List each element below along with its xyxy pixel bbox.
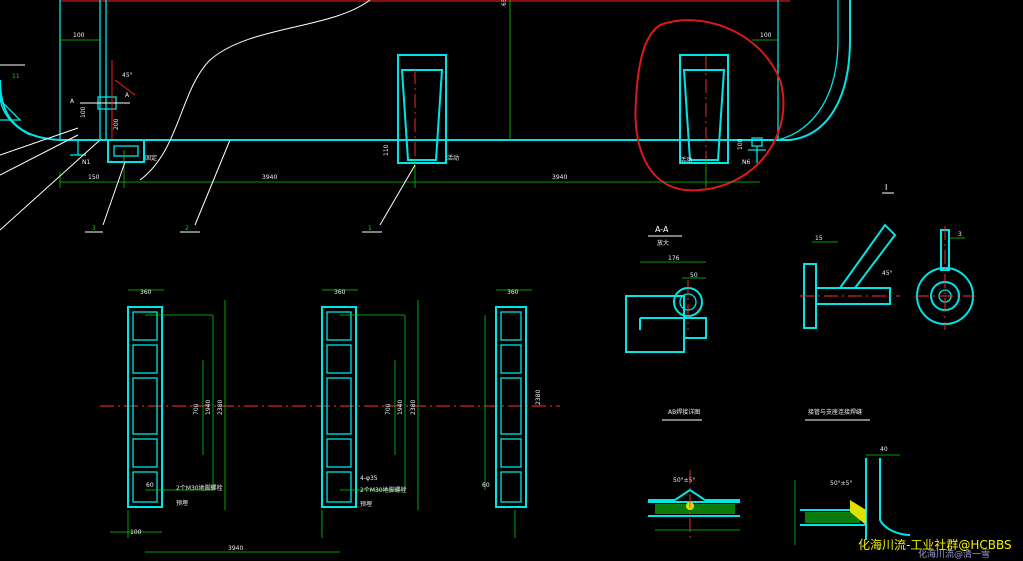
- callout-3-leader: [102, 161, 126, 226]
- freehand-curve: [139, 0, 371, 181]
- detail-i-title: I: [885, 183, 887, 192]
- weld-ab-hatch: [655, 504, 735, 514]
- plan1-bottom-small: 60: [146, 482, 154, 489]
- dim-text-200: 200: [113, 118, 120, 130]
- saddle-mid-label: 活动: [447, 154, 459, 162]
- right-head: [789, 0, 851, 141]
- plan-view-2: 360 700 1940 2380 4-φ35 2个M30地脚螺栓 预埋: [321, 289, 419, 538]
- section-aa-dim-50: 50: [690, 272, 698, 279]
- dim-text-left-offset: 100: [73, 32, 85, 39]
- saddle-right-outer: [679, 54, 729, 164]
- plan3-outer-dim: 2380: [535, 390, 542, 405]
- plan1-outer-dim: 2380: [217, 400, 224, 415]
- watermark-line1: 化海川流-工业社群@HCBBS: [858, 537, 1012, 552]
- plan-view-3: 360 60 2380: [482, 289, 542, 538]
- saddle-mid-outer: [397, 54, 447, 164]
- dim-text-100: 100: [80, 106, 87, 118]
- plan1-bottom-width: 100: [130, 529, 142, 536]
- section-mark-a-right: A: [125, 92, 130, 99]
- left-head-inner: [0, 94, 31, 136]
- plan1-inner-2: 1940: [205, 400, 212, 415]
- plan2-outer-dim: 2380: [410, 400, 417, 415]
- weld-right-bead: [850, 500, 866, 525]
- left-hatch: [0, 99, 22, 121]
- callout-2-leader: [194, 139, 231, 226]
- plan3-outer: [495, 306, 527, 508]
- leader-left-3: [0, 139, 101, 231]
- dim-text-top-height: 650: [501, 0, 508, 6]
- saddle-right: 活动: [679, 54, 729, 164]
- saddle-mid-web: [400, 69, 444, 161]
- detail-i-gusset: [839, 223, 897, 289]
- plan1-outer: [127, 306, 163, 508]
- highlight-ring: [634, 19, 785, 192]
- section-aa-subtitle: 放大: [657, 239, 669, 247]
- weld-right-angle: 50°±5°: [830, 480, 852, 487]
- dim-text-right-offset: 100: [760, 32, 772, 39]
- plan2-inner-2: 1940: [397, 400, 404, 415]
- saddle-right-label: 活动: [680, 156, 692, 164]
- plan3-width: 360: [507, 289, 519, 296]
- right-head-inner: [777, 0, 839, 141]
- callout-3: 3: [92, 225, 96, 232]
- detail-i-angle: 45°: [882, 270, 893, 277]
- dim-text-110: 110: [383, 144, 390, 156]
- weld-ab-title: AB焊接详图: [668, 408, 700, 416]
- watermark-line2: 化海川流@清一雪: [918, 548, 990, 560]
- dim-text-angle: 45°: [122, 72, 133, 79]
- saddle-right-web: [682, 69, 726, 161]
- dim-text-150: 150: [88, 174, 100, 181]
- dim-text-span-2: 3940: [552, 174, 567, 181]
- vessel-elevation: 650 100 100 A A 45° 200 100 固定 N1: [0, 0, 851, 233]
- plan1-note2: 预埋: [176, 499, 188, 507]
- weld-detail-right: 接管与支座连接焊缝 40 50°±5°: [794, 408, 911, 545]
- watermark: 化海川流-工业社群@HCBBS 化海川流@清一雪: [858, 537, 1012, 560]
- callout-2: 2: [185, 225, 189, 232]
- plan1-width: 360: [140, 289, 152, 296]
- leader-left-2: [0, 134, 79, 176]
- callout-1: 1: [368, 225, 372, 232]
- plan1-inner-1: 700: [193, 403, 200, 415]
- section-aa: A-A 放大 176 50: [625, 225, 707, 353]
- dim-text-span-1: 3940: [262, 174, 277, 181]
- n1-label: N1: [82, 159, 90, 166]
- saddle-mid: 活动 110: [383, 54, 459, 164]
- weld-detail-ab: AB焊接详图 50°±5°: [648, 408, 740, 540]
- leader-left-1: [0, 127, 79, 156]
- plan2-outer: [321, 306, 357, 508]
- plan2-note2: 预埋: [360, 500, 372, 508]
- plan-span-text: 3940: [228, 545, 243, 552]
- detail-i-dim-15: 15: [815, 235, 823, 242]
- saddle-fixed-base: [107, 139, 145, 163]
- dim-text-n6: 100: [737, 138, 744, 150]
- leader-11-label: 11: [12, 73, 20, 80]
- detail-i: I 15 45° 3: [800, 183, 975, 330]
- saddle-fixed-label: 固定: [145, 154, 157, 162]
- plan2-width: 360: [334, 289, 346, 296]
- plan2-note-top: 4-φ35: [360, 475, 378, 482]
- weld-right-hatch: [805, 512, 860, 523]
- plan-view-1: 360 700 1940 2380 2个M30地脚螺栓 预埋 60 100: [110, 289, 226, 538]
- plan3-bottom-small: 60: [482, 482, 490, 489]
- weld-right-dim: 40: [880, 446, 888, 453]
- left-head: [0, 79, 61, 141]
- red-45-line: [114, 79, 136, 96]
- section-aa-body: [625, 295, 685, 353]
- saddle-fixed-inner: [113, 145, 139, 157]
- callout-1-leader: [379, 164, 416, 226]
- n6-label: N6: [742, 159, 750, 166]
- plan2-note: 2个M30地脚螺栓: [360, 486, 407, 494]
- plan2-inner-1: 700: [385, 403, 392, 415]
- saddle-fixed: 固定: [107, 139, 157, 163]
- plan1-note: 2个M30地脚螺栓: [176, 484, 223, 492]
- section-aa-title: A-A: [655, 225, 669, 234]
- detail-i-dim-3: 3: [958, 231, 962, 238]
- weld-ab-angle: 50°±5°: [673, 477, 695, 484]
- weld-right-title: 接管与支座连接焊缝: [808, 408, 862, 416]
- section-mark-a-left: A: [70, 98, 75, 105]
- section-aa-dim-176: 176: [668, 255, 680, 262]
